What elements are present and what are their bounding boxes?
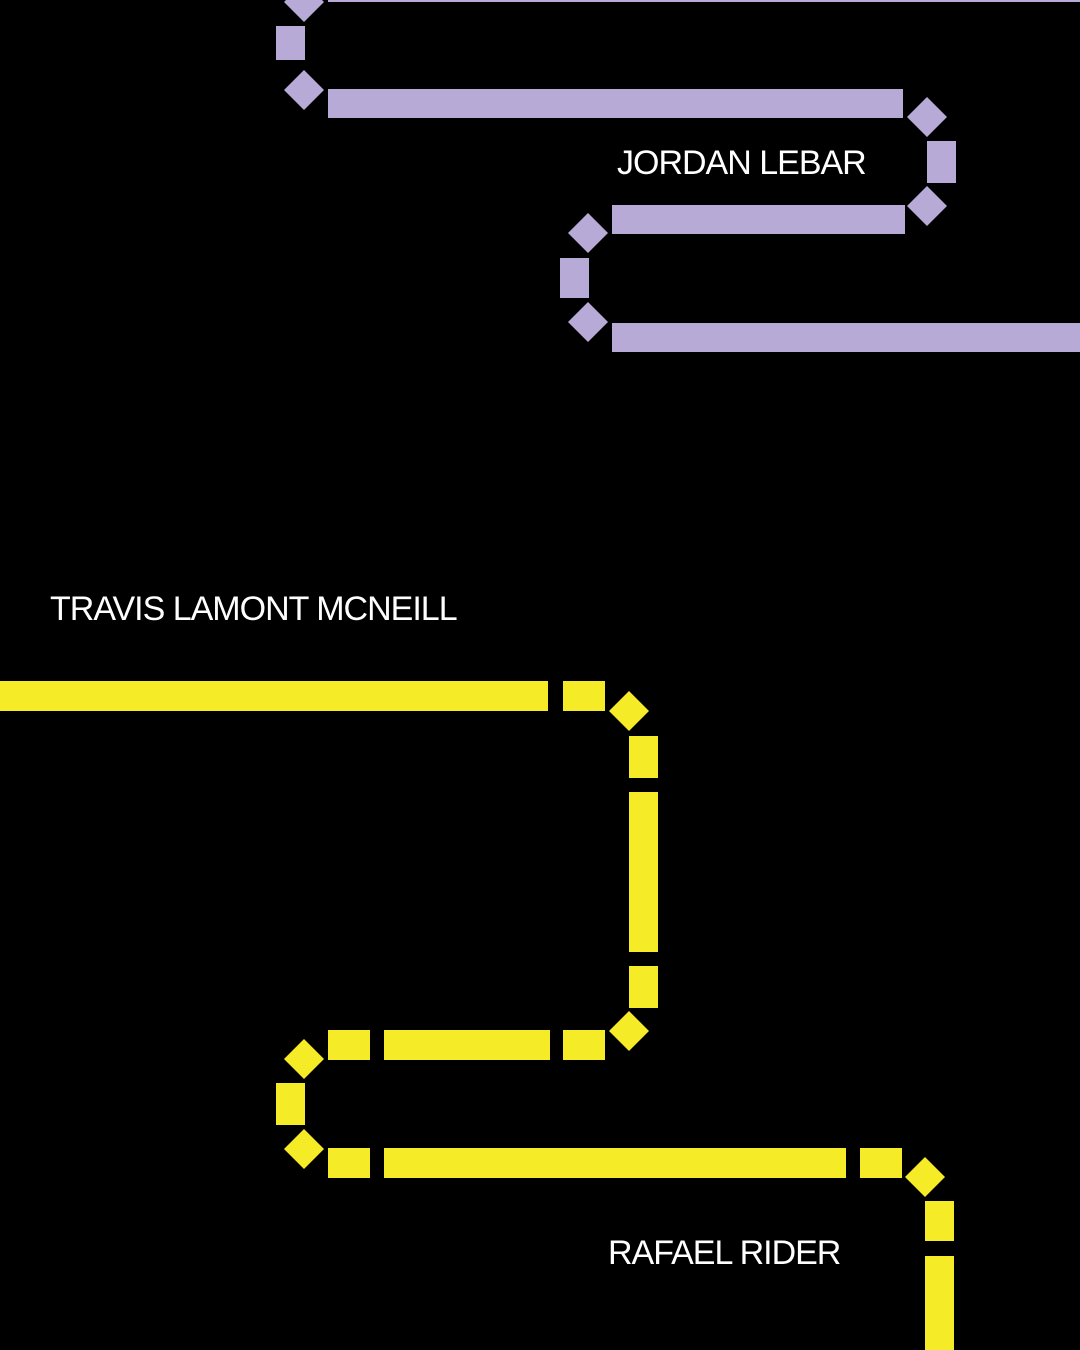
lavender-corner bbox=[284, 0, 324, 22]
yellow-route-line bbox=[0, 681, 954, 1350]
lavender-segment bbox=[328, 89, 903, 118]
yellow-corner bbox=[609, 691, 649, 731]
name-label-rafael-rider: RAFAEL RIDER bbox=[608, 1234, 841, 1272]
name-label-jordan-lebar: JORDAN LEBAR bbox=[617, 144, 867, 182]
lavender-segment bbox=[276, 26, 305, 60]
yellow-corner bbox=[284, 1039, 324, 1079]
lavender-corner bbox=[907, 97, 947, 137]
lavender-corner bbox=[907, 186, 947, 226]
yellow-segment bbox=[328, 1148, 370, 1178]
name-label-travis-lamont-mcneill: TRAVIS LAMONT MCNEILL bbox=[50, 590, 458, 628]
yellow-corner bbox=[905, 1157, 945, 1197]
yellow-segment bbox=[563, 681, 605, 711]
lavender-corner bbox=[284, 70, 324, 110]
yellow-corner bbox=[284, 1129, 324, 1169]
yellow-segment bbox=[925, 1201, 954, 1241]
yellow-segment bbox=[629, 966, 658, 1008]
yellow-segment bbox=[629, 792, 658, 952]
yellow-segment bbox=[629, 736, 658, 778]
lavender-segment bbox=[612, 323, 1080, 352]
lavender-segment bbox=[328, 0, 1080, 2]
lavender-segment bbox=[927, 141, 956, 183]
lavender-corner bbox=[568, 213, 608, 253]
yellow-segment bbox=[563, 1030, 605, 1060]
lavender-segment bbox=[560, 258, 589, 298]
yellow-segment bbox=[328, 1030, 370, 1060]
yellow-corner bbox=[609, 1011, 649, 1051]
lavender-segment bbox=[612, 205, 905, 234]
lavender-route-line bbox=[276, 0, 1080, 352]
yellow-segment bbox=[384, 1030, 550, 1060]
yellow-segment bbox=[276, 1083, 305, 1125]
yellow-segment bbox=[384, 1148, 846, 1178]
yellow-segment bbox=[925, 1256, 954, 1350]
yellow-segment bbox=[0, 681, 548, 711]
lavender-corner bbox=[568, 302, 608, 342]
yellow-segment bbox=[860, 1148, 902, 1178]
